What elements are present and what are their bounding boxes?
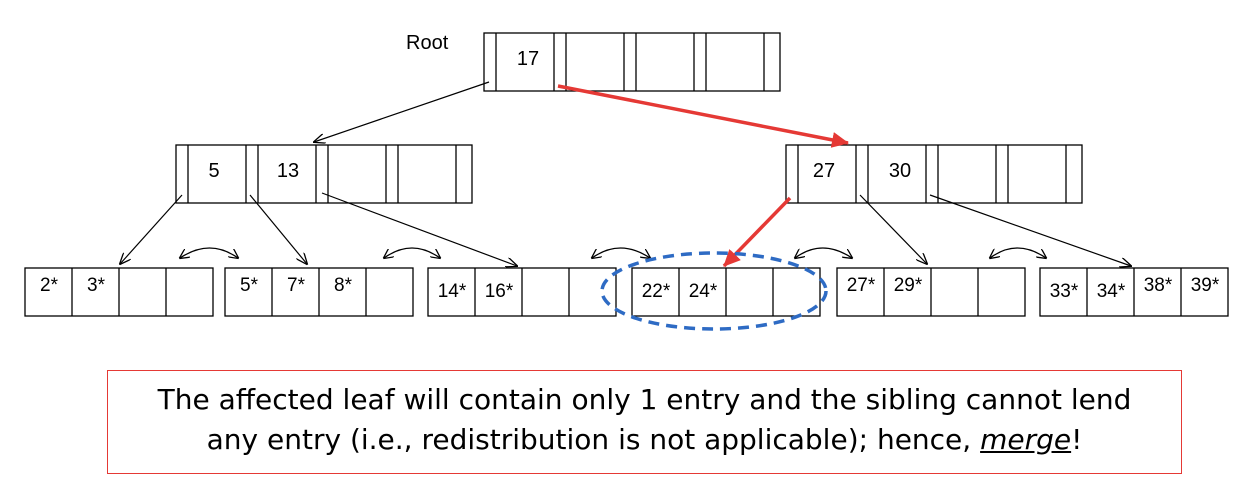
explanation-callout: The affected leaf will contain only 1 en… [107, 370, 1182, 474]
sibling-arrow [384, 247, 440, 258]
search-path-arrow [722, 196, 792, 268]
root-key-1: 17 [517, 48, 539, 70]
leaf-node: 33* 34* 38* 39* [1039, 267, 1229, 317]
inner-left-key-2: 13 [277, 160, 299, 182]
leaf-entry: 33* [1050, 281, 1079, 302]
pointer-arrow [929, 194, 1131, 266]
affected-leaf-highlight [600, 251, 828, 331]
sibling-arrow [180, 247, 238, 258]
inner-right-key-2: 30 [889, 160, 911, 182]
caption-line-2: any entry (i.e., redistribution is not a… [108, 420, 1181, 460]
search-path [557, 84, 849, 268]
pointer-arrow [859, 194, 927, 264]
leaf-entry: 39* [1191, 275, 1220, 296]
pointer-arrow [249, 194, 307, 264]
leaf-entry: 38* [1144, 275, 1173, 296]
sibling-arrow [795, 247, 852, 258]
leaf-entry: 7* [287, 275, 306, 296]
sibling-arrow [990, 247, 1046, 258]
leaf-entry: 16* [485, 281, 514, 302]
root-node: Root 17 [406, 32, 781, 92]
leaf-entry: 8* [334, 275, 353, 296]
leaf-node: 2* 3* [24, 267, 214, 317]
leaf-entry: 5* [240, 275, 259, 296]
leaf-node-affected: 22* 24* [631, 267, 821, 317]
leaf-entry: 2* [40, 275, 59, 296]
leaf-node: 14* 16* [427, 267, 617, 317]
inner-left-key-1: 5 [208, 160, 219, 182]
caption-line-1: The affected leaf will contain only 1 en… [157, 383, 1132, 416]
leaf-entry: 27* [847, 275, 876, 296]
inner-node-right: 27 30 [785, 144, 1083, 204]
pointer-arrow [314, 81, 490, 142]
leaf-entry: 34* [1097, 281, 1126, 302]
leaf-entry: 24* [689, 281, 718, 302]
search-path-arrow [557, 84, 849, 148]
leaf-entry: 3* [87, 275, 106, 296]
sibling-arrow [592, 247, 650, 258]
sibling-links [180, 247, 1046, 258]
leaf-entry: 22* [642, 281, 671, 302]
caption-merge-word: merge [980, 423, 1072, 456]
child-pointers [120, 81, 1131, 266]
root-label: Root [406, 32, 449, 54]
leaf-node: 5* 7* 8* [224, 267, 414, 317]
leaf-node: 27* 29* [836, 267, 1026, 317]
pointer-arrow [120, 194, 183, 264]
caption-line-2-text: any entry (i.e., redistribution is not a… [206, 423, 981, 456]
inner-right-key-1: 27 [813, 160, 835, 182]
leaf-entry: 14* [438, 281, 467, 302]
caption-line-2-end: ! [1071, 423, 1083, 456]
leaf-entry: 29* [894, 275, 923, 296]
pointer-arrow [321, 192, 517, 266]
